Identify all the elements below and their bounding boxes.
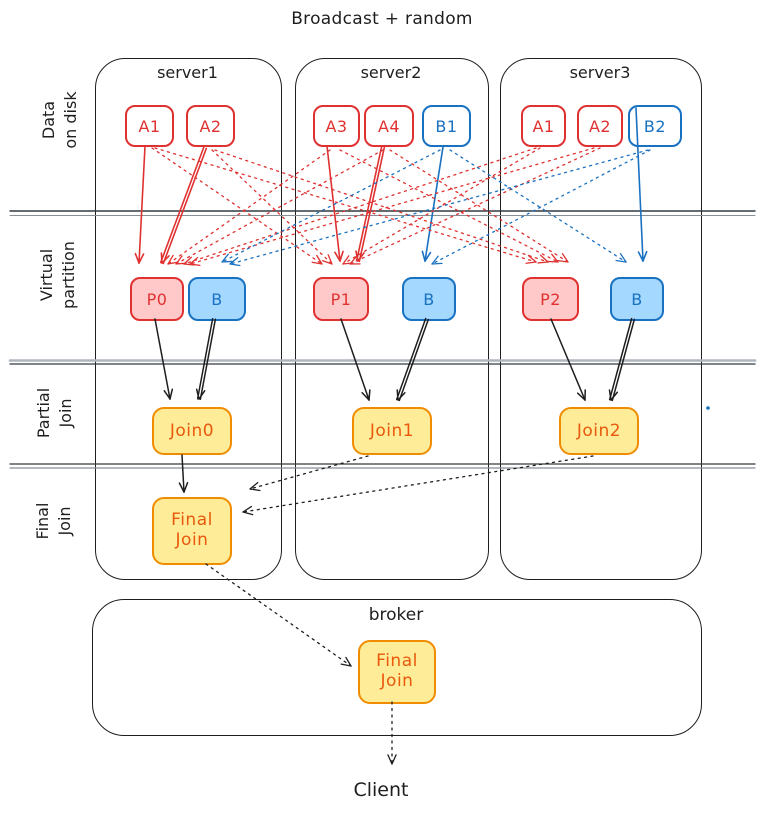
partial-join1: Join1 — [352, 407, 432, 455]
disk-node-a1-server1: A1 — [125, 105, 174, 147]
disk-node-a3-server2: A3 — [313, 105, 360, 147]
server1-box — [95, 58, 282, 580]
partition-b-server1: B — [188, 277, 246, 321]
client-label: Client — [353, 779, 409, 801]
disk-node-b2-server3: B2 — [628, 105, 682, 147]
row-label-line: on disk — [61, 91, 80, 149]
row-label-line: Join — [55, 506, 74, 536]
final-join-broker: Final Join — [358, 640, 436, 704]
disk-node-a2-server3: A2 — [577, 105, 623, 147]
server3-box — [500, 58, 702, 580]
row-label-line: Join — [56, 398, 75, 428]
partial-join2: Join2 — [559, 407, 639, 455]
row-label-line: Data — [39, 100, 59, 140]
partition-p0-server1: P0 — [130, 277, 184, 321]
disk-node-b1-server2: B1 — [422, 105, 471, 147]
final-join-line: Join — [380, 671, 414, 691]
row-label-partial-join: Partial Join — [32, 353, 78, 473]
partition-p1-server2: P1 — [313, 277, 369, 321]
partition-p2-server3: P2 — [522, 277, 579, 321]
partition-b-server3: B — [610, 277, 664, 321]
diagram-title: Broadcast + random — [291, 9, 473, 29]
final-join-line: Final — [171, 510, 213, 531]
final-join-line: Final — [376, 651, 418, 672]
row-label-line: Partial — [34, 387, 54, 439]
disk-node-a1-server3: A1 — [521, 105, 566, 147]
server2-box — [295, 58, 489, 580]
disk-node-a4-server2: A4 — [364, 105, 414, 147]
server2-name: server2 — [360, 63, 422, 82]
broker-name: broker — [368, 605, 424, 625]
disk-node-a2-server1: A2 — [186, 105, 235, 147]
broker-box — [92, 599, 702, 736]
row-label-line: Final — [33, 502, 53, 540]
partition-b-server2: B — [402, 277, 456, 321]
row-label-data-on-disk: Data on disk — [37, 60, 83, 180]
server1-name: server1 — [157, 63, 218, 82]
partial-join0: Join0 — [152, 407, 232, 455]
final-join-line: Join — [175, 530, 209, 550]
row-label-final-join: Final Join — [31, 461, 77, 581]
final-join-server1: Final Join — [152, 497, 232, 565]
stray-dot — [706, 406, 710, 410]
row-label-line: Virtual — [37, 248, 57, 302]
row-label-line: partition — [59, 241, 78, 309]
row-label-virtual-partition: Virtual partition — [35, 215, 81, 335]
server3-name: server3 — [569, 63, 631, 82]
